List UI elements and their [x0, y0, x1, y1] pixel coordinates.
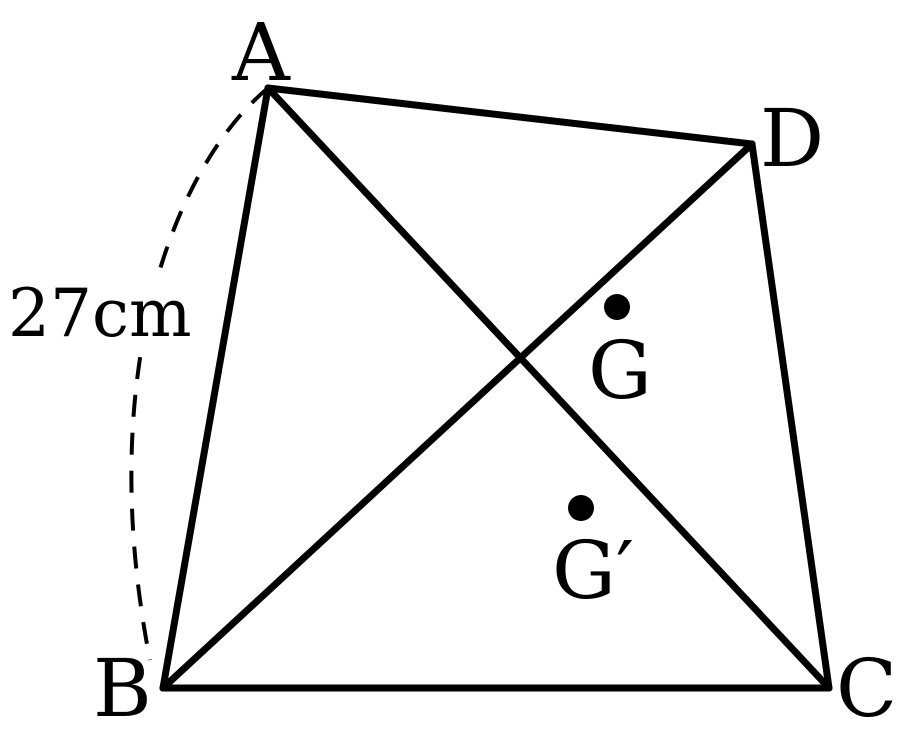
- measure-label-background: [4, 268, 216, 346]
- vertex-label-a: A: [231, 6, 291, 99]
- side-ab: [159, 84, 272, 692]
- side-da: [264, 84, 756, 148]
- diagonal-ac: [264, 84, 833, 692]
- point-label-g-prime: G′: [552, 524, 634, 617]
- measure-label-ab: 27cm: [8, 275, 192, 352]
- point-label-g: G: [588, 324, 652, 417]
- side-cd: [748, 140, 833, 692]
- diagonal-bd: [159, 140, 756, 692]
- vertex-label-c: C: [836, 642, 897, 735]
- vertex-label-d: D: [760, 92, 824, 185]
- vertex-label-b: B: [93, 642, 152, 735]
- point-g-prime-marker: [568, 495, 594, 521]
- length-arc-ab: [129, 86, 270, 661]
- point-g-marker: [604, 294, 630, 320]
